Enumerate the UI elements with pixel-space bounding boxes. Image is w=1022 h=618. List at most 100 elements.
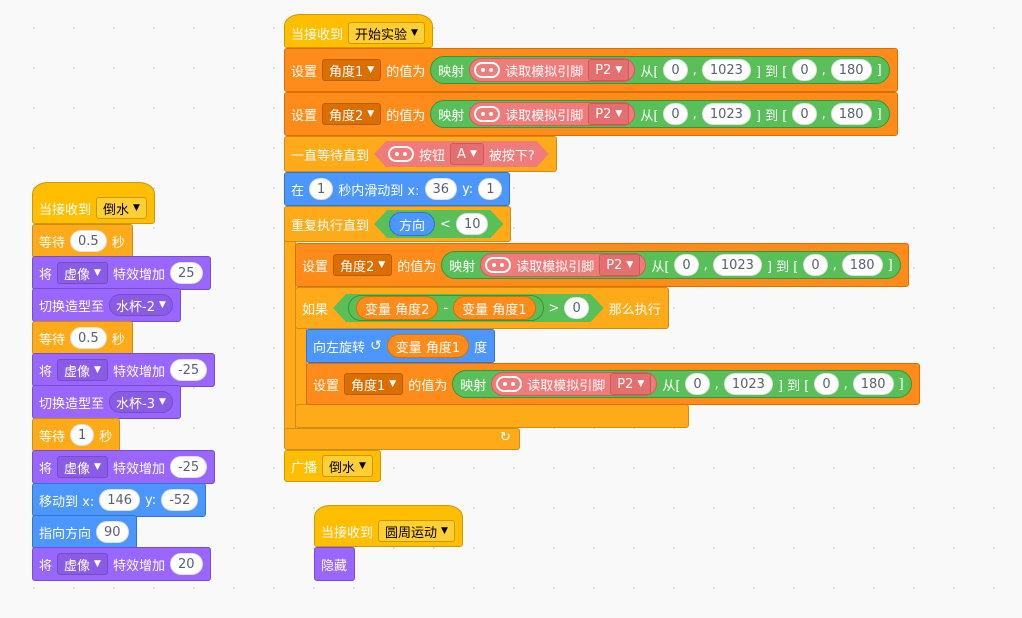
glide-seconds-input[interactable]: 1	[309, 178, 334, 200]
pin-dropdown[interactable]: P2▼	[599, 254, 641, 276]
y-input[interactable]: -52	[161, 489, 199, 511]
variable-dropdown[interactable]: 角度1▼	[322, 59, 382, 81]
compare-value-input[interactable]: 0	[564, 297, 588, 319]
wait-block[interactable]: 等待 0.5 秒	[32, 321, 133, 355]
set-variable-block[interactable]: 设置 角度1▼ 的值为 映射 读取模拟引脚 P2▼ 从[ 0 , 1023 ] …	[284, 48, 898, 92]
message-dropdown[interactable]: 圆周运动▼	[378, 520, 455, 542]
hat-when-receive-pour[interactable]: 当接收到 倒水▼	[32, 182, 155, 224]
turn-left-block[interactable]: 向左旋转 ↺ 变量 角度1 度	[306, 329, 496, 363]
to-high-input[interactable]: 180	[852, 373, 894, 395]
from-low-input[interactable]: 0	[663, 59, 688, 81]
from-high-input[interactable]: 1023	[701, 59, 751, 81]
if-block[interactable]: 如果 变量 角度2 - 变量 角度1 > 0 那么执行	[295, 287, 669, 329]
x-input[interactable]: 146	[99, 489, 141, 511]
wait-seconds-input[interactable]: 1	[70, 424, 95, 446]
effect-dropdown[interactable]: 虚像▼	[57, 553, 108, 575]
button-dropdown[interactable]: A▼	[450, 143, 484, 165]
costume-dropdown[interactable]: 水杯-3▼	[109, 391, 173, 413]
switch-costume-block[interactable]: 切换造型至 水杯-3▼	[32, 385, 181, 419]
pin-dropdown[interactable]: P2▼	[610, 373, 652, 395]
wait-block[interactable]: 等待 1 秒	[32, 418, 121, 452]
to-low-input[interactable]: 0	[792, 59, 817, 81]
from-low-input[interactable]: 0	[685, 373, 710, 395]
goto-xy-block[interactable]: 移动到 x: 146 y: -52	[32, 483, 207, 517]
glide-block[interactable]: 在 1 秒内滑动到 x: 36 y: 1	[284, 172, 511, 206]
read-analog-pin-reporter[interactable]: 读取模拟引脚 P2▼	[469, 102, 636, 126]
direction-reporter[interactable]: 方向	[389, 212, 435, 236]
switch-costume-block[interactable]: 切换造型至 水杯-2▼	[32, 288, 181, 322]
chevron-down-icon: ▼	[133, 203, 140, 213]
wait-seconds-input[interactable]: 0.5	[70, 230, 107, 252]
from-low-input[interactable]: 0	[674, 254, 699, 276]
x-input[interactable]: 36	[424, 178, 458, 200]
variable-dropdown[interactable]: 角度2▼	[333, 254, 393, 276]
variable-reporter[interactable]: 变量 角度1	[453, 296, 535, 320]
effect-dropdown[interactable]: 虚像▼	[57, 359, 108, 381]
from-high-input[interactable]: 1023	[701, 103, 751, 125]
message-dropdown[interactable]: 倒水▼	[322, 455, 373, 477]
from-high-input[interactable]: 1023	[723, 373, 773, 395]
read-analog-pin-reporter[interactable]: 读取模拟引脚 P2▼	[480, 253, 647, 277]
hat-when-receive-start[interactable]: 当接收到 开始实验▼	[284, 14, 433, 48]
pin-dropdown[interactable]: P2▼	[588, 103, 630, 125]
subtract-operator[interactable]: 变量 角度2 - 变量 角度1	[348, 295, 544, 321]
map-reporter[interactable]: 映射 读取模拟引脚 P2▼ 从[ 0 , 1023 ] 到 [ 0 , 180 …	[452, 370, 912, 398]
value-to-label: 的值为	[408, 378, 448, 394]
hide-block[interactable]: 隐藏	[314, 547, 356, 581]
to-low-input[interactable]: 0	[814, 373, 839, 395]
button-pressed-predicate[interactable]: 按钮 A▼ 被按下?	[374, 141, 549, 167]
change-effect-block[interactable]: 将 虚像▼ 特效增加 20	[32, 547, 211, 581]
to-low-input[interactable]: 0	[803, 254, 828, 276]
set-variable-block[interactable]: 设置 角度2▼ 的值为 映射 读取模拟引脚 P2▼ 从[ 0 , 1023 ] …	[284, 92, 898, 136]
map-reporter[interactable]: 映射 读取模拟引脚 P2▼ 从[ 0 , 1023 ] 到 [ 0 , 180 …	[441, 251, 901, 279]
direction-input[interactable]: 90	[96, 521, 129, 543]
message-dropdown[interactable]: 开始实验▼	[348, 22, 425, 44]
change-label: 将	[39, 267, 53, 283]
variable-reporter[interactable]: 变量 角度2	[356, 296, 438, 320]
change-effect-block[interactable]: 将 虚像▼ 特效增加 -25	[32, 353, 216, 387]
broadcast-block[interactable]: 广播 倒水▼	[284, 450, 381, 482]
to-high-input[interactable]: 180	[841, 254, 883, 276]
comma-label: ,	[821, 62, 826, 78]
from-high-input[interactable]: 1023	[712, 254, 762, 276]
chevron-down-icon: ▼	[411, 28, 418, 38]
compare-value-input[interactable]: 10	[456, 213, 489, 235]
variable-dropdown[interactable]: 角度1▼	[344, 373, 404, 395]
map-reporter[interactable]: 映射 读取模拟引脚 P2▼ 从[ 0 , 1023 ] 到 [ 0 , 180 …	[430, 56, 890, 84]
set-variable-block[interactable]: 设置 角度2▼ 的值为 映射 读取模拟引脚 P2▼ 从[ 0 , 1023 ] …	[295, 243, 909, 287]
map-reporter[interactable]: 映射 读取模拟引脚 P2▼ 从[ 0 , 1023 ] 到 [ 0 , 180 …	[430, 100, 890, 128]
effect-dropdown[interactable]: 虚像▼	[57, 456, 108, 478]
effect-value-input[interactable]: -25	[169, 456, 208, 478]
variable-reporter[interactable]: 变量 角度1	[386, 334, 470, 358]
hat-when-receive-circle[interactable]: 当接收到 圆周运动▼	[314, 505, 463, 547]
comma-label: ,	[692, 106, 697, 122]
set-variable-block[interactable]: 设置 角度1▼ 的值为 映射 读取模拟引脚 P2▼ 从[ 0 , 1023 ] …	[306, 363, 920, 405]
comma-label: ,	[821, 106, 826, 122]
wait-block[interactable]: 等待 0.5 秒	[32, 224, 133, 258]
to-high-input[interactable]: 180	[830, 59, 872, 81]
wait-seconds-input[interactable]: 0.5	[70, 327, 107, 349]
costume-dropdown[interactable]: 水杯-2▼	[109, 294, 173, 316]
point-direction-block[interactable]: 指向方向 90	[32, 515, 137, 549]
read-analog-pin-reporter[interactable]: 读取模拟引脚 P2▼	[491, 372, 658, 396]
from-low-input[interactable]: 0	[663, 103, 688, 125]
y-input[interactable]: 1	[478, 178, 503, 200]
if-label: 如果	[302, 302, 329, 318]
read-analog-pin-reporter[interactable]: 读取模拟引脚 P2▼	[469, 58, 636, 82]
change-effect-block[interactable]: 将 虚像▼ 特效增加 25	[32, 256, 211, 290]
message-dropdown[interactable]: 倒水▼	[96, 197, 147, 219]
repeat-until-block[interactable]: 重复执行直到 方向 < 10	[284, 206, 512, 242]
effect-value-input[interactable]: 25	[169, 262, 203, 284]
to-high-input[interactable]: 180	[830, 103, 872, 125]
variable-dropdown[interactable]: 角度2▼	[322, 103, 382, 125]
greater-than-operator[interactable]: 变量 角度2 - 变量 角度1 > 0	[333, 294, 604, 322]
effect-value-input[interactable]: -25	[169, 359, 208, 381]
effect-value-input[interactable]: 20	[169, 553, 203, 575]
glide-to-label: 秒内滑动到 x:	[338, 183, 420, 199]
wait-until-block[interactable]: 一直等待直到 按钮 A▼ 被按下?	[284, 136, 557, 172]
change-effect-block[interactable]: 将 虚像▼ 特效增加 -25	[32, 450, 216, 484]
pin-dropdown[interactable]: P2▼	[588, 59, 630, 81]
less-than-operator[interactable]: 方向 < 10	[374, 210, 503, 238]
to-low-input[interactable]: 0	[792, 103, 817, 125]
effect-dropdown[interactable]: 虚像▼	[57, 262, 108, 284]
